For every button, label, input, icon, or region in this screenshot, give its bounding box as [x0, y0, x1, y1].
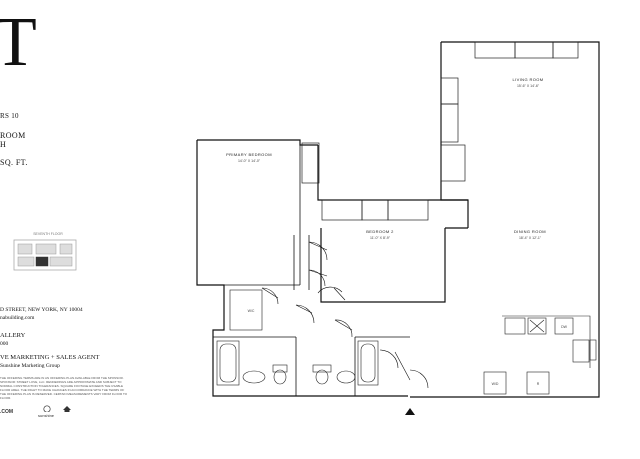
room-dims-bedroom-2: 11'-0" X 8'-9" [370, 236, 391, 240]
room-label-dining: DINING ROOM [514, 229, 546, 234]
closet-wc [229, 289, 263, 331]
window-frames [301, 41, 579, 221]
bath-text: H [0, 140, 7, 149]
bath-fixtures [216, 340, 379, 386]
legal-disclaimer: THE OFFERING TERMS ARE IN AN OFFERING PL… [0, 376, 128, 400]
floors-text: RS 10 [0, 112, 19, 120]
room-dims-living: 15'-6" X 14'-6" [517, 84, 540, 88]
agent-sub: Sunshine Marketing Group [0, 363, 60, 369]
room-label-living: LIVING ROOM [512, 77, 543, 82]
street-address: D STREET, NEW YORK, NY 10004 [0, 307, 83, 313]
room-label-bedroom-2: BEDROOM 2 [366, 229, 394, 234]
interior-walls [213, 145, 410, 396]
room-dims-dining: 18'-4" X 12'-1" [519, 236, 542, 240]
building-logo: T [0, 4, 37, 81]
equal-housing-icon [63, 406, 71, 412]
room-dims-primary-bedroom: 14'-0" X 14'-0" [238, 159, 261, 163]
key-plan: SEVENTH FLOOR [0, 228, 90, 276]
gallery-title: ALLERY [0, 332, 26, 339]
room-label-wc: W/C [248, 309, 255, 313]
unit-info-panel: RS 10 ROOM H SQ. FT. [0, 112, 120, 167]
address-block: D STREET, NEW YORK, NY 10004 nabuilding.… [0, 306, 135, 370]
sunshine-logo-icon [43, 405, 51, 412]
agent-title: VE MARKETING + SALES AGENT [0, 354, 100, 361]
kitchen-fixtures [483, 315, 597, 395]
footer-logos: .COM sunshine [0, 404, 140, 424]
north-arrow-icon [405, 408, 415, 415]
website[interactable]: nabuilding.com [0, 315, 35, 321]
gallery-sub: 000 [0, 341, 9, 347]
room-label-r: R [537, 382, 540, 386]
room-label-wd: W/D [492, 382, 499, 386]
footer-left-text: .COM [0, 409, 14, 415]
room-label-primary-bedroom: PRIMARY BEDROOM [226, 152, 272, 157]
keyplan-label: SEVENTH FLOOR [33, 232, 63, 236]
room-label-dw: DW [561, 325, 568, 329]
exterior-walls [196, 41, 600, 398]
sqft-text: SQ. FT. [0, 158, 28, 167]
door-swings [261, 241, 429, 389]
footer-brand-text: sunshine [38, 413, 55, 418]
bedroom-text: ROOM [0, 131, 26, 140]
